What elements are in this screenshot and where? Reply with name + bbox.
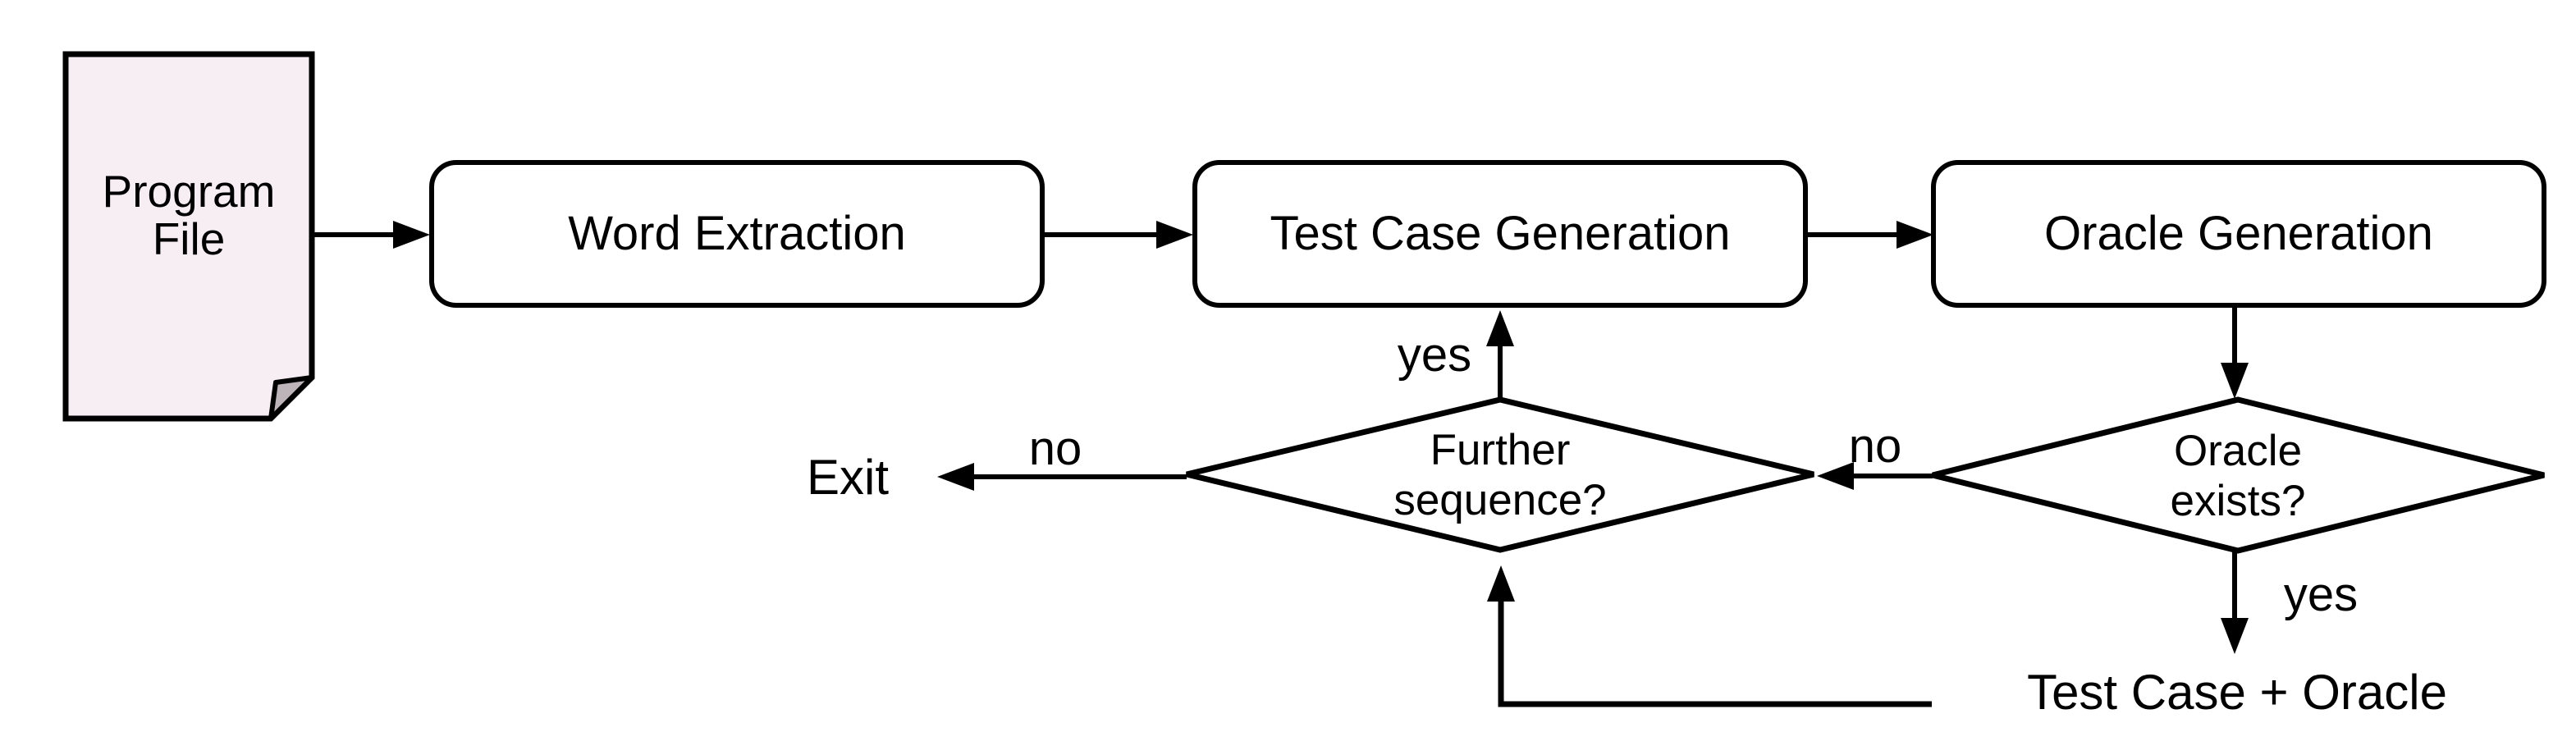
oracle-exists-label: Oracle exists? [2074,426,2402,526]
word-extraction-label: Word Extraction [568,206,906,260]
oracle-exists-label-line1: Oracle [2173,427,2303,475]
exit-label: Exit [806,450,890,505]
edge-furthersequence-no-to-exit [937,463,1187,491]
edge-loop-output-to-furthersequence [1487,565,1932,707]
folded-corner [268,375,314,421]
oracle-generation-box [1931,160,2546,308]
arrowhead-right [393,221,430,249]
oracle-exists-yes-label: yes [2283,568,2359,621]
program-file-document-shape [62,51,315,422]
further-sequence-label: Further sequence? [1336,425,1664,525]
edge-furthersequence-yes-to-testcasegeneration [1486,310,1514,400]
oracle-exists-diamond [1932,396,2545,554]
arrowhead-up [1487,565,1515,602]
arrowhead-left [937,463,974,491]
arrowhead-down [2221,363,2249,399]
test-case-generation-label: Test Case Generation [1270,206,1731,260]
program-file-label: Program File [66,167,312,263]
further-sequence-label-line1: Further [1430,426,1571,474]
oracle-exists-no-label: no [1848,419,1902,473]
edge-wordextraction-to-testcasegeneration [1042,221,1193,249]
edge-programfile-to-wordextraction [312,221,430,249]
edge-testcasegeneration-to-oraclegeneration [1805,221,1933,249]
edge-oracleexists-yes-to-output [2221,551,2249,654]
edge-oraclegeneration-to-oracleexists [2221,308,2249,399]
arrowhead-down [2221,618,2249,654]
arrowhead-up [1486,310,1514,346]
further-sequence-diamond [1186,396,1814,553]
oracle-generation-label: Oracle Generation [2044,206,2433,260]
further-sequence-yes-label: yes [1397,328,1472,382]
arrowhead-right [1156,221,1193,249]
program-file-label-line2: File [152,213,226,264]
test-case-plus-oracle-label: Test Case + Oracle [2027,665,2447,720]
oracle-exists-label-line2: exists? [2170,477,2306,525]
further-sequence-label-line2: sequence? [1393,476,1607,524]
further-sequence-no-label: no [1028,422,1082,475]
arrowhead-left [1817,462,1854,490]
edge-oracleexists-no-to-furthersequence [1817,462,1933,490]
program-file-label-line1: Program [102,166,276,217]
arrowhead-right [1897,221,1933,249]
